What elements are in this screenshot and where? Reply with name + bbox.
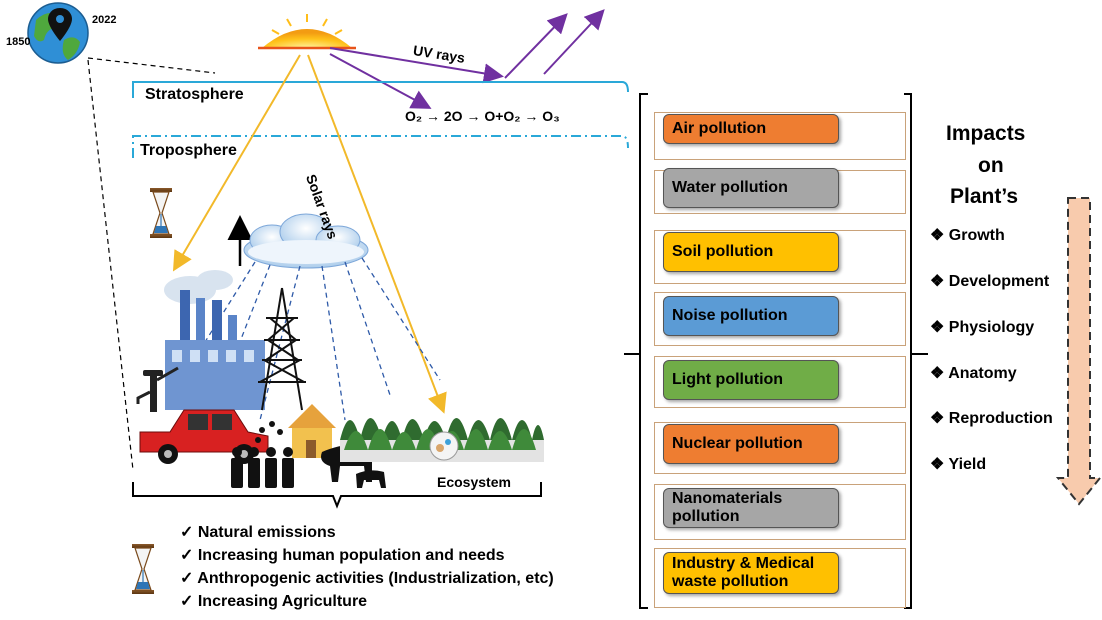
pollution-row-frame <box>654 422 906 474</box>
stratosphere-label: Stratosphere <box>145 86 244 103</box>
cause-item: ✓ Increasing human population and needs <box>180 547 505 564</box>
impact-item: ❖ Development <box>930 273 1050 290</box>
pollution-type-light: Light pollution <box>663 360 839 400</box>
impact-item: ❖ Yield <box>930 456 987 473</box>
pollution-row-frame <box>654 292 906 346</box>
pollution-type-nanomaterials: Nanomaterials pollution <box>663 488 839 528</box>
right-bracket <box>904 93 912 609</box>
factory-icon <box>164 270 265 410</box>
pollution-type-soil: Soil pollution <box>663 232 839 272</box>
impacts-title-line2: on <box>978 154 1004 177</box>
impact-item: ❖ Reproduction <box>930 410 1053 427</box>
pollution-type-industry-medical: Industry & Medical waste pollution <box>663 552 839 594</box>
pollution-type-noise: Noise pollution <box>663 296 839 336</box>
uv-reflect-arrow-2 <box>543 9 605 75</box>
power-tower-icon <box>258 287 306 411</box>
troposphere-label: Troposphere <box>140 142 237 159</box>
house-icon <box>288 404 336 458</box>
cause-item: ✓ Increasing Agriculture <box>180 593 368 610</box>
solar-ray-arrow <box>172 54 301 272</box>
pollution-row-frame <box>654 230 906 284</box>
exhaust-dots <box>255 421 283 443</box>
pollution-type-nuclear: Nuclear pollution <box>663 424 839 464</box>
sun-icon <box>258 14 356 50</box>
cause-item: ✓ Natural emissions <box>180 524 336 541</box>
globe-year-right: 2022 <box>92 14 117 26</box>
scene-brace <box>132 482 542 509</box>
uv-ray-arrow-2 <box>329 53 432 109</box>
water-pump-icon <box>136 366 179 412</box>
impact-down-arrow <box>1055 197 1102 506</box>
troposphere-line <box>132 135 629 158</box>
hourglass-icon-2 <box>132 544 154 594</box>
pollution-row-frame <box>654 356 906 408</box>
globe-year-left: 1850 <box>6 36 31 48</box>
pollution-row-frame <box>654 548 906 608</box>
uv-ray-arrow <box>329 47 504 84</box>
impacts-title-line3: Plant’s <box>950 185 1019 208</box>
impact-item: ❖ Anatomy <box>930 365 1017 382</box>
ozone-equation: O₂ → 2O → O+O₂ → O₃ <box>405 108 560 124</box>
pollution-row-frame <box>654 484 906 540</box>
impacts-title-line1: Impacts <box>946 122 1026 145</box>
impact-item: ❖ Physiology <box>930 319 1035 336</box>
pollution-type-water: Water pollution <box>663 168 839 208</box>
pollution-row-frame <box>654 112 906 160</box>
stratosphere-line <box>132 81 629 98</box>
cloud-icon <box>243 213 369 269</box>
solar-ray-arrow-2 <box>307 54 447 414</box>
uv-reflect-arrow <box>504 13 568 79</box>
ecosystem-label: Ecosystem <box>437 474 511 490</box>
crop-field <box>340 418 544 462</box>
cause-item: ✓ Anthropogenic activities (Industrializ… <box>180 570 554 587</box>
impact-item: ❖ Growth <box>930 227 1005 244</box>
left-bracket <box>639 93 648 609</box>
car-icon <box>139 409 269 464</box>
pollution-type-air: Air pollution <box>663 114 839 144</box>
hourglass-icon <box>150 188 172 238</box>
globe-icon <box>27 2 89 64</box>
people-icon <box>231 447 294 488</box>
